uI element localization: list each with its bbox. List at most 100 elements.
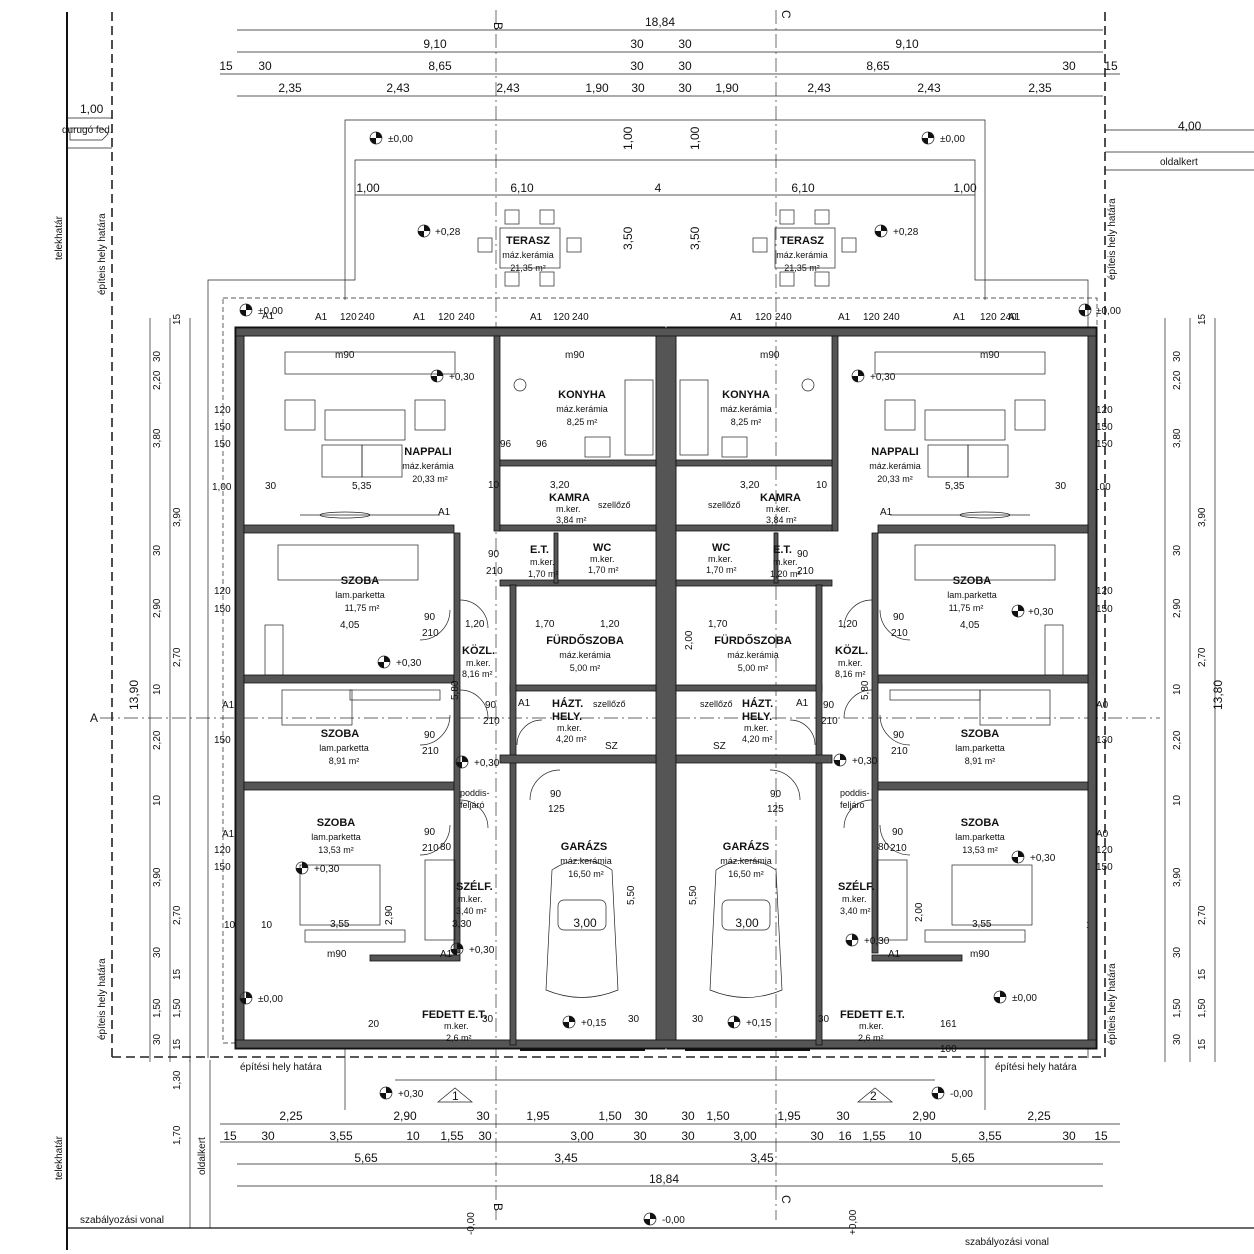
svg-text:30: 30 [258,59,272,73]
svg-text:A1: A1 [953,312,966,323]
svg-text:4,20 m²: 4,20 m² [742,734,773,744]
telekhatar-label-bottom: telekhatár [54,1135,65,1180]
svg-text:m90: m90 [760,350,780,361]
svg-text:4,05: 4,05 [960,620,980,631]
svg-text:1,50: 1,50 [1197,998,1208,1018]
room-szoba3-right: SZOBA lam.parketta 13,53 m² 3,55 m90 [955,817,1005,960]
svg-text:máz.kerámia: máz.kerámia [502,250,554,260]
svg-text:210: 210 [891,746,908,757]
svg-text:90: 90 [823,700,835,711]
svg-text:HELY.: HELY. [742,711,772,723]
room-hazt-left: HÁZT. HELY. m.ker. 4,20 m² szellőző SZ [552,697,626,752]
svg-text:96: 96 [500,439,512,450]
svg-text:2,6 m²: 2,6 m² [858,1033,884,1043]
svg-text:m.ker.: m.ker. [556,504,581,514]
svg-text:10: 10 [152,683,163,695]
svg-text:2,70: 2,70 [1197,905,1208,925]
svg-text:FÜRDŐSZOBA: FÜRDŐSZOBA [546,634,624,647]
dim-left-overall: 13,90 [127,680,141,710]
room-wc-left: WC m.ker. 1,70 m² [588,542,619,575]
svg-text:1,95: 1,95 [526,1109,550,1123]
svg-text:1,20: 1,20 [465,619,485,630]
door-swings [419,599,911,856]
svg-text:240: 240 [1000,312,1017,323]
svg-text:3,84 m²: 3,84 m² [766,515,797,525]
svg-text:30: 30 [678,81,692,95]
svg-text:3,55: 3,55 [972,919,992,930]
svg-text:3,20: 3,20 [550,480,570,491]
svg-text:240: 240 [572,312,589,323]
dim-top-row1: 9,10 30 30 9,10 [423,37,919,51]
room-garazs-left: GARÁZS máz.kerámia 16,50 m² 3,00 5,50 12… [548,789,637,930]
svg-text:30: 30 [634,1109,648,1123]
svg-text:30: 30 [630,59,644,73]
svg-text:máz.kerámia: máz.kerámia [559,650,611,660]
level-marker-icon [430,369,444,383]
svg-text:30: 30 [476,1109,490,1123]
svg-text:150: 150 [214,735,231,746]
svg-text:lam.parketta: lam.parketta [955,743,1005,753]
svg-text:+0,30: +0,30 [852,756,878,767]
svg-text:20,33 m²: 20,33 m² [412,474,448,484]
svg-text:20: 20 [368,1019,380,1030]
svg-text:125: 125 [767,804,784,815]
svg-text:15: 15 [1104,59,1118,73]
svg-text:WC: WC [712,542,730,554]
room-szoba2-left: SZOBA lam.parketta 8,91 m² [319,728,369,766]
svg-text:A1: A1 [518,698,531,709]
svg-text:A1: A1 [262,311,275,322]
svg-text:30: 30 [482,1014,494,1025]
room-fedett-left: FEDETT E.T. m.ker. 2,6 m² [422,1009,487,1043]
entrance-1-label: 1 [452,1089,459,1103]
svg-text:m.ker.: m.ker. [838,658,863,668]
svg-text:5,00 m²: 5,00 m² [738,663,769,673]
svg-text:KONYHA: KONYHA [722,389,770,401]
terrace-dim-left-mid: 6,10 [510,181,534,195]
room-kamra-left: 3,20 KAMRA m.ker. 3,84 m² szellőző [549,480,631,525]
svg-text:HÁZT.: HÁZT. [742,697,773,710]
szabalyozasi-vonal-right: szabályozási vonal [965,1237,1049,1248]
svg-text:HÁZT.: HÁZT. [552,697,583,710]
svg-text:16,50 m²: 16,50 m² [568,869,604,879]
svg-text:16,50 m²: 16,50 m² [728,869,764,879]
svg-text:A1: A1 [880,507,893,518]
svg-text:A1: A1 [796,698,809,709]
svg-text:m90: m90 [335,350,355,361]
terrace-furniture-left [477,209,582,287]
svg-text:90: 90 [424,612,436,623]
svg-text:8,91 m²: 8,91 m² [329,756,360,766]
svg-text:GARÁZS: GARÁZS [561,840,607,853]
svg-text:±0,00: ±0,00 [1096,306,1121,317]
svg-text:1,50: 1,50 [152,998,163,1018]
svg-text:KÖZL.: KÖZL. [835,644,868,657]
svg-text:5,00 m²: 5,00 m² [570,663,601,673]
level-marker-icon [851,369,865,383]
svg-text:1,55: 1,55 [440,1129,464,1143]
svg-text:3,80: 3,80 [152,428,163,448]
svg-text:210: 210 [483,716,500,727]
level-marker-icon [921,131,935,145]
room-szoba2-right: SZOBA lam.parketta 8,91 m² [955,728,1005,766]
level-marker-icon [450,942,464,956]
svg-text:1,50: 1,50 [598,1109,622,1123]
svg-text:125: 125 [548,804,565,815]
epiteis-hely-label-right-top: építeis hely határa [1107,198,1118,280]
dim-bottom-row1: 2,25 2,90 30 1,95 1,50 30 30 1,50 1,95 3… [279,1109,1051,1123]
svg-text:120: 120 [214,845,231,856]
svg-text:90: 90 [424,827,436,838]
svg-text:+0,30: +0,30 [864,936,890,947]
svg-text:3,40 m²: 3,40 m² [456,906,487,916]
level-marker-icon [562,1015,576,1029]
svg-text:2,20: 2,20 [152,370,163,390]
svg-text:FÜRDŐSZOBA: FÜRDŐSZOBA [714,634,792,647]
svg-text:máz.kerámia: máz.kerámia [727,650,779,660]
level-marker-icon [931,1086,945,1100]
car-right [709,859,783,998]
room-terasz-left: TERASZ máz.kerámia 21,35 m² [502,235,554,273]
svg-text:NAPPALI: NAPPALI [404,446,451,458]
level-markers [239,131,1092,1226]
svg-text:161: 161 [940,1019,957,1030]
svg-text:1,50: 1,50 [172,998,183,1018]
svg-text:90: 90 [770,789,782,800]
svg-text:-0,00: -0,00 [662,1215,685,1226]
